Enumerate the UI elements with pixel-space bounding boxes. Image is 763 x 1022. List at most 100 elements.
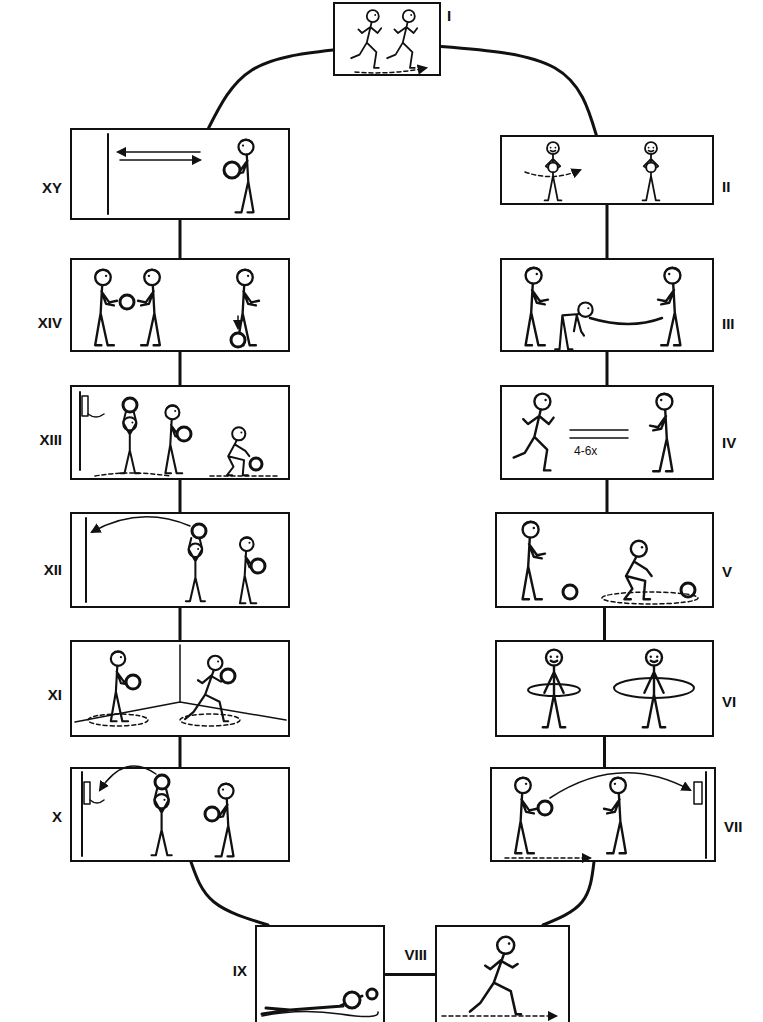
- movement-arrow: [505, 857, 590, 859]
- stick-figure: [624, 541, 651, 599]
- circuit-connector: [209, 50, 333, 128]
- stick-figure: [543, 650, 565, 728]
- circuit-connector: [543, 862, 594, 925]
- backboard: [84, 782, 90, 804]
- station-number: I: [447, 8, 451, 25]
- wall: [85, 518, 87, 602]
- station-number: XIV: [38, 315, 62, 332]
- station-box: IV4-6x: [500, 385, 714, 480]
- stick-figure: [186, 538, 205, 601]
- circuit-connector: [606, 205, 609, 258]
- station-number: VI: [722, 694, 736, 711]
- ball: [231, 333, 245, 347]
- station-box: IX: [255, 925, 385, 1022]
- stick-figure: [526, 268, 548, 346]
- station-number: X: [52, 809, 62, 826]
- circuit-connector: [606, 480, 609, 512]
- station-number: II: [722, 179, 730, 196]
- stick-figure: [555, 302, 592, 349]
- movement-path: [602, 592, 698, 604]
- station-number: XIII: [39, 432, 62, 449]
- station-box: XIV: [70, 258, 290, 352]
- ball: [126, 675, 140, 689]
- room-corner: [75, 645, 286, 722]
- ball: [177, 427, 191, 441]
- floor-line: [570, 430, 628, 438]
- station-number: IX: [233, 963, 247, 980]
- station-box: X: [70, 767, 290, 862]
- stick-figure: [545, 142, 562, 200]
- station-number: XII: [44, 562, 62, 579]
- circuit-connector: [179, 220, 182, 258]
- station-box: VI: [495, 640, 714, 737]
- station-box: XIII: [70, 385, 290, 480]
- circuit-connector: [385, 973, 435, 976]
- wall: [81, 772, 83, 856]
- circuit-connector: [179, 737, 182, 767]
- hoop: [614, 678, 694, 698]
- circuit-connector: [441, 46, 596, 135]
- pass-arrow: [118, 151, 200, 153]
- movement-arrow: [442, 1015, 556, 1017]
- ball: [367, 989, 377, 999]
- station-number: V: [722, 564, 732, 581]
- stick-figure: [650, 394, 672, 472]
- station-box: VII: [490, 767, 716, 862]
- pass-arrow: [120, 159, 200, 161]
- ball: [538, 801, 552, 815]
- stick-figure: [470, 937, 521, 1014]
- stick-figure: [514, 394, 554, 471]
- rope: [590, 318, 662, 324]
- repetition-count: 4-6x: [574, 445, 597, 458]
- stick-figure: [121, 412, 139, 473]
- basket-hoop: [90, 800, 104, 803]
- stick-figure: [152, 788, 172, 855]
- circuit-connector: [603, 737, 606, 767]
- station-box: III: [500, 258, 714, 352]
- stick-figure: [604, 778, 626, 854]
- hoop: [528, 684, 580, 696]
- station-number: VII: [724, 819, 742, 836]
- circuit-connector: [179, 608, 182, 640]
- stick-figure: [227, 427, 249, 475]
- lying-figure-head: [344, 992, 360, 1008]
- stick-figure: [138, 270, 160, 346]
- movement-arrow: [355, 68, 426, 73]
- circuit-connector: [603, 608, 606, 640]
- station-box: I: [333, 2, 441, 76]
- stick-figure: [523, 522, 545, 600]
- stick-figure: [643, 142, 660, 200]
- station-box: V: [495, 512, 714, 608]
- station-box: II: [500, 135, 714, 205]
- stick-figure: [515, 778, 537, 854]
- stick-figure: [351, 10, 381, 68]
- circuit-connector: [179, 480, 182, 512]
- ball: [123, 398, 137, 412]
- basket-hoop: [88, 414, 104, 417]
- throw-arc: [92, 517, 190, 532]
- movement-path: [180, 714, 240, 726]
- circuit-connector: [191, 862, 268, 925]
- circuit-connector: [606, 352, 609, 385]
- station-number: XI: [48, 687, 62, 704]
- station-box: VIII: [435, 925, 570, 1022]
- station-box: XII: [70, 512, 290, 608]
- station-box: XI: [70, 640, 290, 737]
- ball: [205, 807, 219, 821]
- stick-figure: [387, 10, 417, 68]
- target: [694, 782, 702, 804]
- stick-figure: [185, 656, 228, 722]
- stick-figure: [95, 270, 117, 346]
- station-box: XY: [70, 128, 290, 220]
- ball: [155, 775, 169, 789]
- ball: [251, 559, 265, 573]
- wall: [107, 134, 109, 214]
- ball: [224, 162, 240, 178]
- movement-path: [95, 473, 280, 476]
- bounce-arrow: [237, 316, 239, 328]
- ball: [192, 524, 206, 538]
- movement-arrow: [525, 170, 580, 177]
